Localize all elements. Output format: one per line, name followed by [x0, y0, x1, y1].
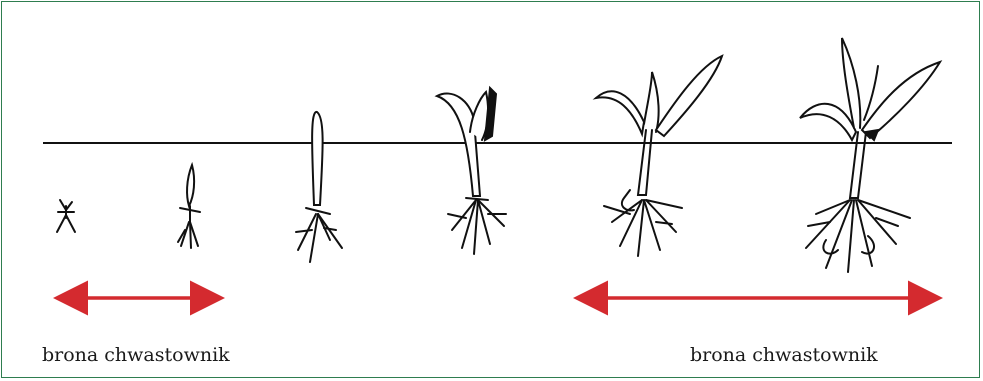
seedling-sprout-icon	[57, 200, 75, 232]
seedling-two-leaves-icon	[596, 56, 722, 256]
seedling-emerging-icon	[296, 112, 342, 262]
label-weeder-right: brona chwastownik	[690, 344, 878, 366]
seedling-three-leaves-icon	[800, 38, 940, 272]
label-weeder-left: brona chwastownik	[42, 344, 230, 366]
seedling-first-leaf-icon	[437, 88, 506, 254]
seedling-shoot-icon	[178, 165, 200, 248]
